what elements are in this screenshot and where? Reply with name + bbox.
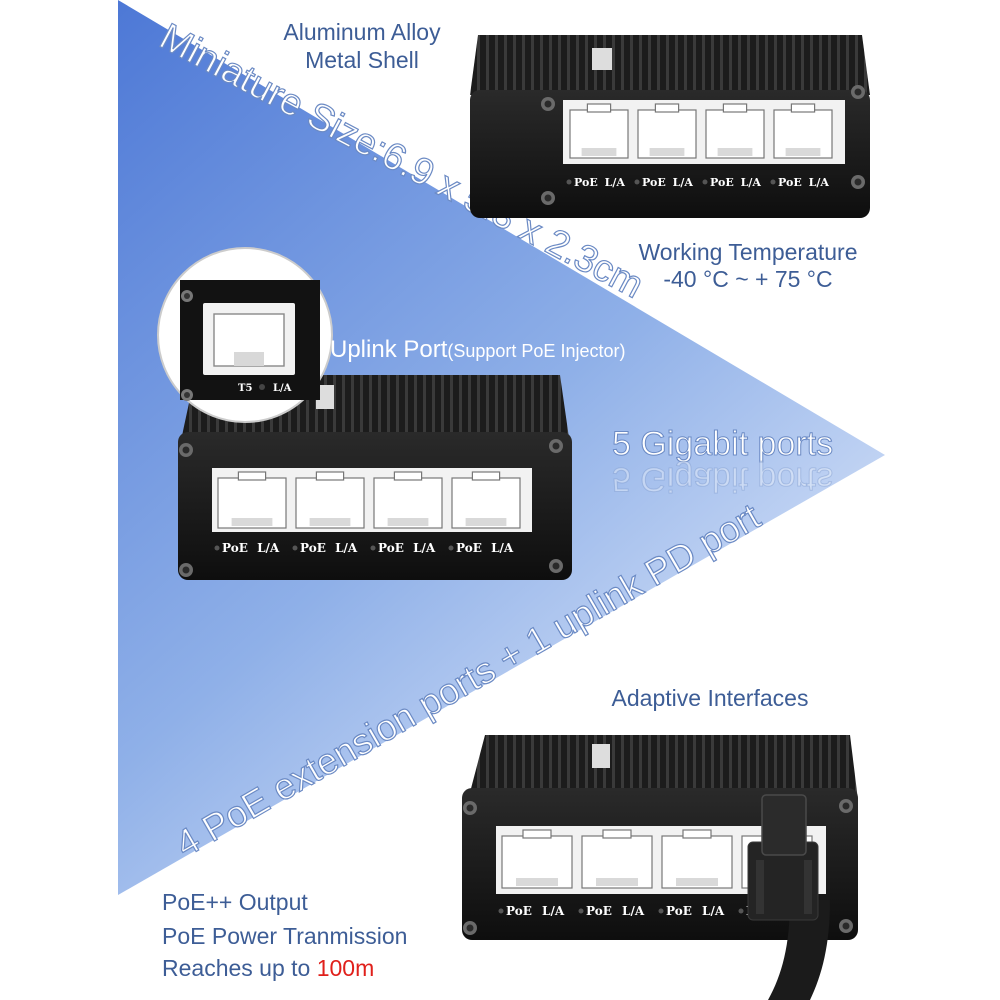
rj45-port-icon [373, 471, 443, 529]
screw-icon [463, 921, 477, 935]
led-indicator-icon [702, 179, 708, 185]
led-indicator-icon [214, 545, 220, 551]
shell-line-2: Metal Shell [305, 47, 419, 73]
led-indicator-icon [738, 908, 744, 914]
rj45-port-icon [705, 103, 765, 159]
screw-icon [181, 389, 193, 401]
rj45-port-icon [217, 471, 287, 529]
uplink-port-label: Uplink Port(Support PoE Injector) [330, 336, 625, 363]
uplink-port-inset: T5 L/A [157, 247, 333, 423]
shell-line-1: Aluminum Alloy [283, 19, 441, 45]
la-port-label: L/A [622, 904, 645, 918]
led-indicator-icon [370, 545, 376, 551]
reaches-prefix: Reaches up to [162, 955, 317, 981]
gigabit-ports-text: 5 Gigabit ports [612, 425, 833, 463]
la-port-label: L/A [741, 176, 762, 189]
led-indicator-icon [259, 384, 265, 390]
poe-port-label: PoE [506, 904, 532, 918]
screw-icon [839, 919, 853, 933]
led-indicator-icon [770, 179, 776, 185]
poe-port-label: PoE [222, 541, 248, 555]
screw-icon [549, 439, 563, 453]
poe-power-text: PoE Power Tranmission [162, 923, 407, 949]
rj45-port-icon [501, 829, 573, 889]
led-indicator-icon [566, 179, 572, 185]
gigabit-ports-reflection: 5 Gigabit ports [612, 460, 833, 498]
uplink-port-sub: (Support PoE Injector) [447, 341, 625, 361]
la-port-label: L/A [702, 904, 725, 918]
poe-port-label: PoE [710, 176, 734, 189]
la-port-label: L/A [335, 541, 358, 555]
la-port-label: L/A [413, 541, 436, 555]
la-port-label: L/A [605, 176, 626, 189]
led-indicator-icon [498, 908, 504, 914]
led-indicator-icon [448, 545, 454, 551]
screw-icon [541, 191, 555, 205]
poe-port-label: PoE [586, 904, 612, 918]
rj45-port-icon [295, 471, 365, 529]
screw-icon [463, 801, 477, 815]
poe-port-label: PoE [300, 541, 326, 555]
la-port-label: L/A [809, 176, 830, 189]
screw-icon [851, 85, 865, 99]
uplink-t5-label: T5 [238, 383, 252, 394]
rj45-port-icon [661, 829, 733, 889]
screw-icon [839, 799, 853, 813]
rj45-port-icon [569, 103, 629, 159]
la-port-label: L/A [542, 904, 565, 918]
ethernet-cable-icon [747, 794, 830, 1000]
screw-icon [549, 559, 563, 573]
poe-port-label: PoE [574, 176, 598, 189]
poe-port-label: PoE [666, 904, 692, 918]
la-port-label: L/A [257, 541, 280, 555]
screw-icon [541, 97, 555, 111]
poe-port-label: PoE [378, 541, 404, 555]
poe-output-text: PoE++ Output [162, 889, 308, 915]
led-indicator-icon [634, 179, 640, 185]
rj45-port-icon [581, 829, 653, 889]
la-port-label: L/A [491, 541, 514, 555]
la-port-label: L/A [673, 176, 694, 189]
rj45-port-icon [451, 471, 521, 529]
led-indicator-icon [658, 908, 664, 914]
screw-icon [179, 563, 193, 577]
uplink-la-label: L/A [273, 383, 292, 394]
reaches-text: Reaches up to 100m [162, 955, 374, 981]
top-switch-device: PoE L/A PoE L/A PoE L/A PoE L/A [470, 35, 870, 218]
poe-port-label: PoE [778, 176, 802, 189]
led-indicator-icon [292, 545, 298, 551]
screw-icon [181, 290, 193, 302]
screw-icon [179, 443, 193, 457]
led-indicator-icon [578, 908, 584, 914]
uplink-port-main: Uplink Port [330, 336, 448, 363]
reaches-value: 100m [317, 955, 375, 981]
temperature-line-1: Working Temperature [638, 239, 857, 265]
poe-port-label: PoE [642, 176, 666, 189]
rj45-port-icon [773, 103, 833, 159]
temperature-line-2: -40 °C ~ + 75 °C [663, 266, 832, 292]
poe-port-label: PoE [456, 541, 482, 555]
rj45-port-icon [637, 103, 697, 159]
adaptive-interfaces-text: Adaptive Interfaces [612, 685, 809, 711]
screw-icon [851, 175, 865, 189]
